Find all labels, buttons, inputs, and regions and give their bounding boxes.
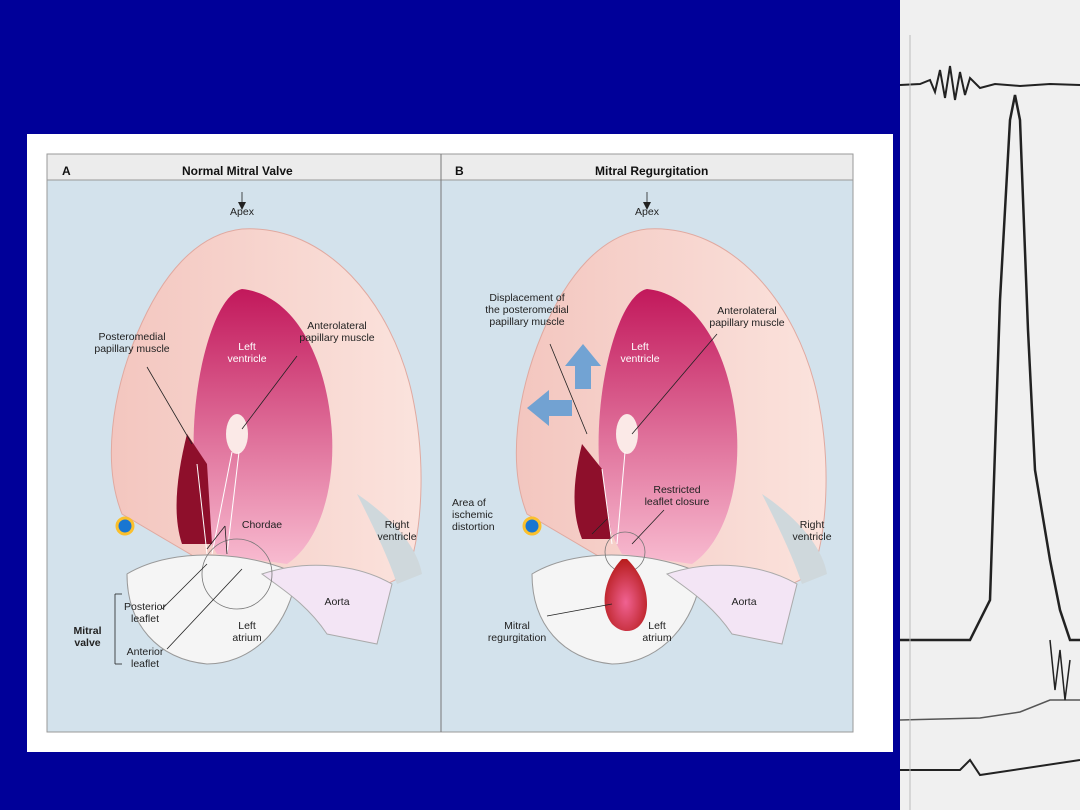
panel-a-right-ventricle-label: Right ventricle [377, 519, 417, 543]
panel-b-mitral-regurgitation-label: Mitral regurgitation [487, 620, 547, 644]
panel-b-right-ventricle-label: Right ventricle [792, 519, 832, 543]
leader-lines [114, 192, 718, 665]
panel-a-heart [110, 228, 422, 665]
panel-a-aorta-label: Aorta [324, 596, 350, 608]
panel-b-aorta-label: Aorta [731, 596, 757, 608]
panel-a-posteromedial-label: Posteromedial papillary muscle [94, 331, 170, 355]
panel-b-left-atrium-label: Left atrium [642, 620, 672, 644]
panel-b-heart [515, 228, 827, 665]
panel-a-left-ventricle-label: Left ventricle [227, 341, 267, 365]
panel-b-letter: B [455, 164, 464, 178]
panel-a-title: Normal Mitral Valve [182, 164, 293, 178]
panel-a-posterior-leaflet-label: Posterior leaflet [123, 601, 166, 625]
panel-a-chordae-label: Chordae [241, 519, 283, 531]
pressure-trace-svg [900, 0, 1080, 810]
panel-b-area-label: Area of ischemic distortion [452, 497, 495, 533]
panel-b-left-ventricle-label: Left ventricle [620, 341, 660, 365]
figure-art [46, 153, 854, 733]
mitral-valve-figure: A Normal Mitral Valve B Mitral Regurgita… [27, 134, 893, 752]
panel-b-displacement-label: Displacement of the posteromedial papill… [485, 292, 569, 328]
panel-b-title: Mitral Regurgitation [595, 164, 709, 178]
panel-a-apex-label: Apex [230, 206, 254, 218]
panel-b-restricted-label: Restricted leaflet closure [644, 484, 710, 508]
panel-b-apex-label: Apex [635, 206, 659, 218]
panel-b-anterolateral-label: Anterolateral papillary muscle [709, 305, 785, 329]
panel-a-left-atrium-label: Left atrium [232, 620, 262, 644]
panel-a-letter: A [62, 164, 71, 178]
panel-a-mitral-valve-label: Mitral valve [73, 625, 102, 649]
panel-a-anterolateral-label: Anterolateral papillary muscle [299, 320, 375, 344]
panel-a-anterior-leaflet-label: Anterior leaflet [126, 646, 164, 670]
pressure-trace-image [900, 0, 1080, 810]
